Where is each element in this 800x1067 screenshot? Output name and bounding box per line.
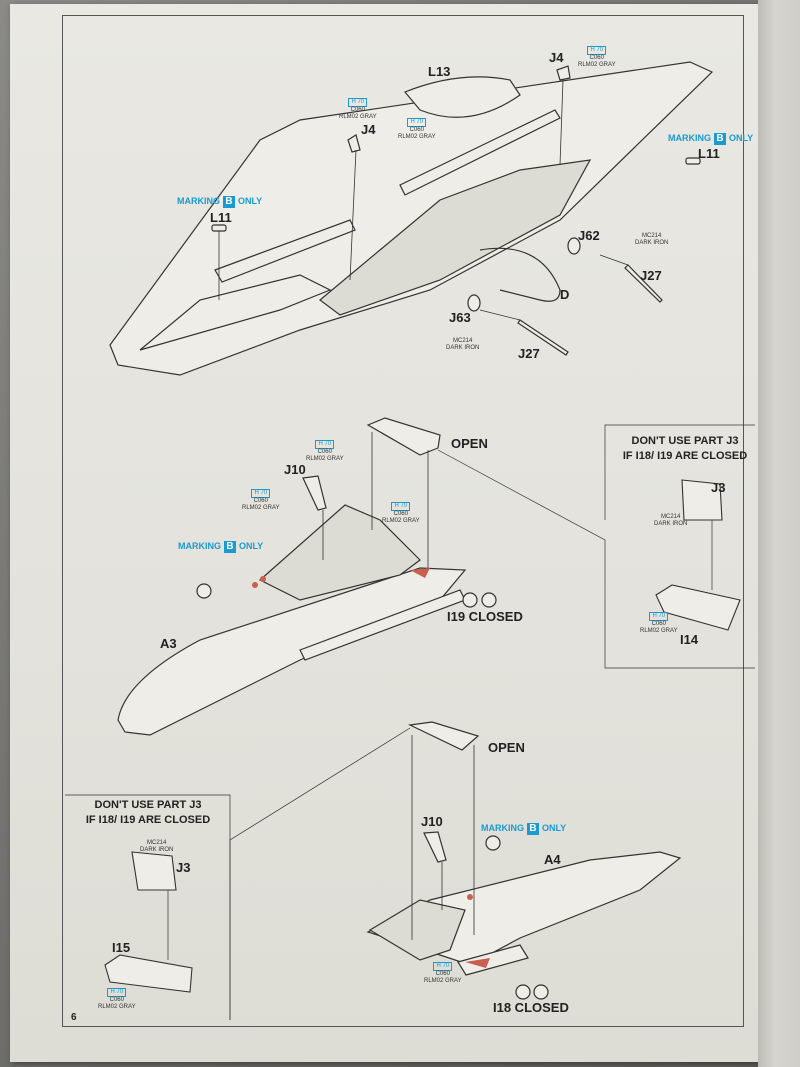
label-i15: I15 <box>112 940 131 955</box>
label-d: D <box>560 287 570 302</box>
wing-panel-line <box>139 274 332 351</box>
red-detail-4 <box>410 568 430 578</box>
part-j27-right <box>624 264 663 303</box>
label-j10-step2: J10 <box>284 462 306 477</box>
blanking-plug-i19 <box>462 592 478 608</box>
question-circle-i18 <box>533 984 549 1000</box>
part-i15 <box>104 954 193 993</box>
part-l13 <box>404 76 521 118</box>
label-j4-right: J4 <box>549 50 564 65</box>
part-j4-left <box>347 134 361 153</box>
part-j27-bottom <box>517 319 569 356</box>
part-j3-inset1 <box>681 479 723 521</box>
wing-a4-flap <box>457 944 529 976</box>
part-l11-left <box>211 224 227 232</box>
label-j27-right: J27 <box>640 268 662 283</box>
label-i14: I14 <box>680 632 699 647</box>
label-l13: L13 <box>428 64 451 79</box>
lower-wing-outline <box>109 61 714 376</box>
label-open-2: OPEN <box>488 740 525 755</box>
center-section <box>319 159 592 316</box>
label-j3-inset2: J3 <box>176 860 191 875</box>
red-detail-3 <box>467 894 473 900</box>
label-j27-bottom: J27 <box>518 346 540 361</box>
label-j62: J62 <box>578 228 600 243</box>
question-circle-i19 <box>481 592 497 608</box>
label-j3-inset1: J3 <box>711 480 726 495</box>
radiator-door-open-2 <box>407 721 480 751</box>
wing-root-rib <box>258 504 421 601</box>
red-detail-5 <box>465 958 490 968</box>
red-detail-2 <box>260 576 266 582</box>
part-j10-step2 <box>302 475 327 511</box>
label-i18-closed: I18 CLOSED <box>493 1000 569 1015</box>
label-a4: A4 <box>544 852 561 867</box>
blanking-plug-left <box>196 583 212 599</box>
part-j62 <box>567 237 581 255</box>
part-j3-inset2 <box>131 851 177 891</box>
wing-flap-left <box>214 219 356 283</box>
red-detail-1 <box>252 582 258 588</box>
blanking-plug-i18 <box>515 984 531 1000</box>
part-j10-step3 <box>423 831 447 863</box>
label-i19-closed: I19 CLOSED <box>447 609 523 624</box>
part-l11-right <box>685 157 701 165</box>
blanking-plug-a4 <box>485 835 501 851</box>
label-j4-left: J4 <box>361 122 376 137</box>
page-number: 6 <box>71 1012 77 1023</box>
label-j63: J63 <box>449 310 471 325</box>
part-j4-right <box>556 65 571 81</box>
next-page-edge <box>758 0 800 1067</box>
part-d <box>479 247 561 302</box>
part-j63 <box>467 294 481 312</box>
label-l11-left: L11 <box>210 210 232 225</box>
label-a3: A3 <box>160 636 177 651</box>
radiator-door-open <box>366 417 441 456</box>
wing-flap-right <box>399 109 561 196</box>
label-open-1: OPEN <box>451 436 488 451</box>
page-border <box>62 15 744 1027</box>
part-i14 <box>655 584 741 631</box>
label-l11-right: L11 <box>698 146 720 161</box>
label-j10-step3: J10 <box>421 814 443 829</box>
